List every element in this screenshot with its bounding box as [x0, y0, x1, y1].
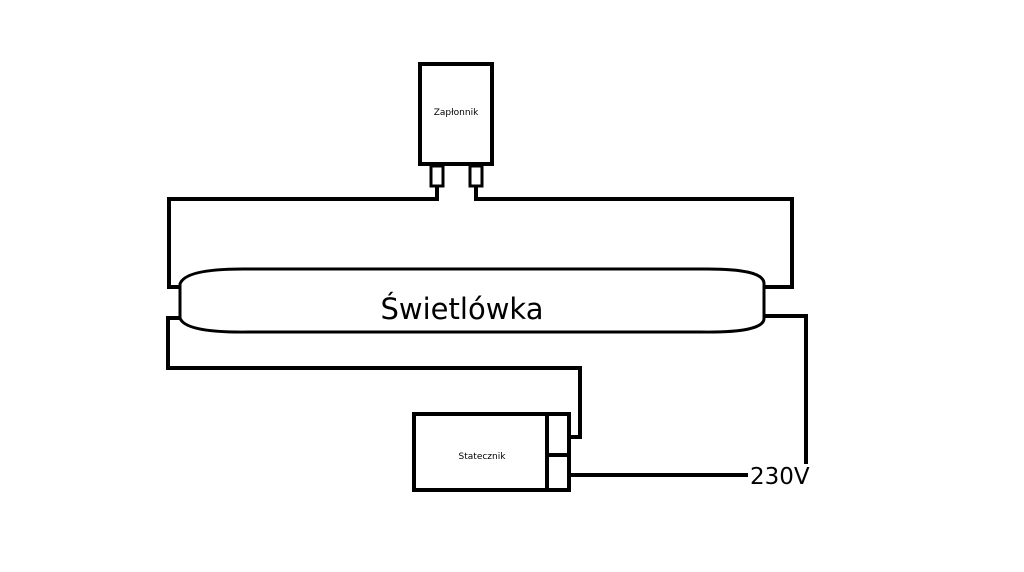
voltage-label: 230V: [750, 464, 810, 490]
wire-right-bottom: [762, 314, 808, 464]
starter-pin-left: [429, 164, 445, 188]
starter-pin-right: [468, 164, 484, 188]
starter-label: Zapłonnik: [434, 108, 479, 118]
ballast-box: [412, 412, 571, 492]
ballast-label: Statecznik: [459, 452, 507, 462]
starter-box: [418, 62, 494, 166]
wire-right-top: [474, 185, 794, 289]
wire-left-top: [167, 185, 439, 289]
wire-left-bottom: [166, 316, 582, 439]
tube-body: [178, 267, 766, 334]
tube-label: Świetlówka: [381, 292, 544, 326]
